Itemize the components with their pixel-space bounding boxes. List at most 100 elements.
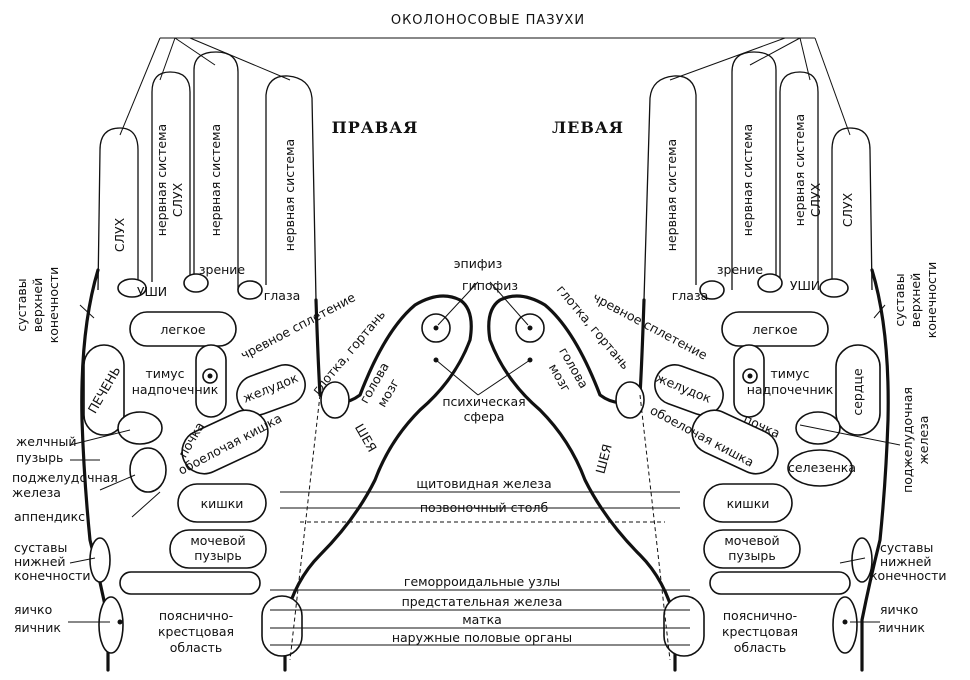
left-side-leaders <box>799 304 901 623</box>
left-thumb-finger-label: СЛУХ <box>840 192 855 227</box>
right-bladder-zone <box>169 529 267 569</box>
right-hand-zones <box>83 273 451 657</box>
left-lower-joints-label-2: нижней <box>880 554 932 569</box>
psychic-sphere-label-1: психическая <box>442 394 525 409</box>
right-eyes-label: глаза <box>264 288 301 303</box>
left-thymus-label: тимус <box>770 366 809 381</box>
left-hemorrhoid-zone <box>709 571 851 595</box>
right-ovary-label: яичник <box>14 620 61 635</box>
left-neck-zone <box>615 381 645 419</box>
right-thymus-label: тимус <box>145 366 184 381</box>
center-labels: эпифиз гипофиз психическая сфера щитовид… <box>392 256 572 645</box>
right-lumbo-label-3: область <box>170 640 223 655</box>
left-lower-joint-zone <box>851 537 873 583</box>
right-ring-finger-hearing-label: СЛУХ <box>170 182 185 217</box>
right-lumbo-label-1: пояснично- <box>159 608 233 623</box>
left-little-finger <box>831 127 873 291</box>
left-middle-finger <box>731 51 777 290</box>
left-lumbo-label-1: пояснично- <box>723 608 797 623</box>
prostate-label: предстательная железа <box>402 594 563 609</box>
right-lower-joints-label-2: нижней <box>14 554 66 569</box>
left-bladder-zone <box>703 529 801 569</box>
left-heart-label: сердце <box>850 368 865 416</box>
right-bladder-label-1: мочевой <box>190 533 245 548</box>
left-vision-zone <box>757 273 783 293</box>
left-lung-label: легкое <box>752 322 797 337</box>
left-vision-label: зрение <box>717 262 764 277</box>
right-ears-label: УШИ <box>137 284 167 299</box>
right-upper-joints-label-3: конечности <box>46 267 61 344</box>
left-hand-title: ЛЕВАЯ <box>552 118 624 137</box>
right-lower-joints-label-3: конечности <box>14 568 91 583</box>
sinus-leader-lines <box>119 37 851 136</box>
left-ovary-label: яичник <box>878 620 925 635</box>
right-stomach-zone <box>236 364 306 416</box>
left-testis-label: яичко <box>880 602 918 617</box>
left-duodenum-zone <box>691 409 779 475</box>
right-ears-zone <box>117 278 147 298</box>
left-pancreas-label-2: железа <box>916 416 931 465</box>
left-genital-zone <box>663 595 705 657</box>
left-index-finger <box>643 75 697 301</box>
right-upper-joints-label-2: верхней <box>30 278 45 332</box>
right-lumbo-label-2: крестцовая <box>158 624 234 639</box>
left-middle-finger-label: нервная система <box>740 124 755 236</box>
left-eyes-label: глаза <box>672 288 709 303</box>
left-bladder-label-2: пузырь <box>728 548 775 563</box>
right-side-leaders <box>68 304 161 623</box>
right-hand-title: ПРАВАЯ <box>332 118 419 137</box>
spine-label: позвоночный столб <box>420 500 549 515</box>
right-lower-joints-label-1: суставы <box>14 540 67 555</box>
left-ring-finger-hearing-label: СЛУХ <box>808 182 823 217</box>
right-bladder-label-2: пузырь <box>194 548 241 563</box>
right-pancreas-label-2: железа <box>12 485 61 500</box>
left-neck-label: ШЕЯ <box>593 442 615 475</box>
right-pancreas-zone <box>129 447 167 493</box>
right-neck-zone <box>320 381 350 419</box>
right-adrenal-label: надпочечник <box>132 382 219 397</box>
left-upper-joints-label-1: суставы <box>892 273 907 326</box>
left-eyes-zone <box>699 280 725 300</box>
right-vision-label: зрение <box>199 262 246 277</box>
right-vision-zone <box>183 273 209 293</box>
left-palm-outer-edge <box>860 268 890 672</box>
right-gallbladder-label-1: желчный <box>16 434 77 449</box>
left-ears-label: УШИ <box>790 278 820 293</box>
right-lung-zone <box>129 311 237 347</box>
left-pancreas-label-1: поджелудочная <box>900 387 915 493</box>
left-ring-finger-nerve-label: нервная система <box>792 114 807 226</box>
uterus-label: матка <box>462 612 502 627</box>
center-leader-lines <box>270 281 690 661</box>
right-eyes-zone <box>237 280 263 300</box>
right-intestine-zone <box>177 483 267 523</box>
left-ring-finger <box>779 71 819 285</box>
right-testis-zone <box>98 596 124 654</box>
hypophysis-label: гипофиз <box>462 278 518 293</box>
left-pancreas-zone <box>795 411 841 445</box>
sinuses-label: ОКОЛОНОСОВЫЕ ПАЗУХИ <box>391 13 585 28</box>
left-upper-joints-label-2: верхней <box>908 273 923 327</box>
right-pancreas-label-1: поджелудочная <box>12 470 118 485</box>
right-testis-label: яичко <box>14 602 52 617</box>
left-ears-zone <box>819 278 849 298</box>
right-neck-label: ШЕЯ <box>352 421 380 454</box>
hemorrhoid-label: геморроидальные узлы <box>404 574 560 589</box>
left-stomach-zone <box>654 364 724 416</box>
right-little-finger <box>97 127 139 291</box>
left-spleen-label: селезенка <box>788 460 856 475</box>
left-index-finger-label: нервная система <box>664 139 679 251</box>
left-lung-zone <box>721 311 829 347</box>
left-intestine-label: кишки <box>727 496 770 511</box>
right-duodenum-zone <box>181 409 269 475</box>
left-bladder-label-1: мочевой <box>724 533 779 548</box>
epiphysis-label: эпифиз <box>454 256 503 271</box>
right-middle-finger-label: нервная система <box>208 124 223 236</box>
left-lumbo-label-2: крестцовая <box>722 624 798 639</box>
right-lower-joint-zone <box>89 537 111 583</box>
right-appendix-label: аппендикс <box>14 509 85 524</box>
genitals-label: наружные половые органы <box>392 630 572 645</box>
right-hemorrhoid-zone <box>119 571 261 595</box>
right-gallbladder-label-2: пузырь <box>16 450 63 465</box>
right-ring-finger <box>151 71 191 285</box>
